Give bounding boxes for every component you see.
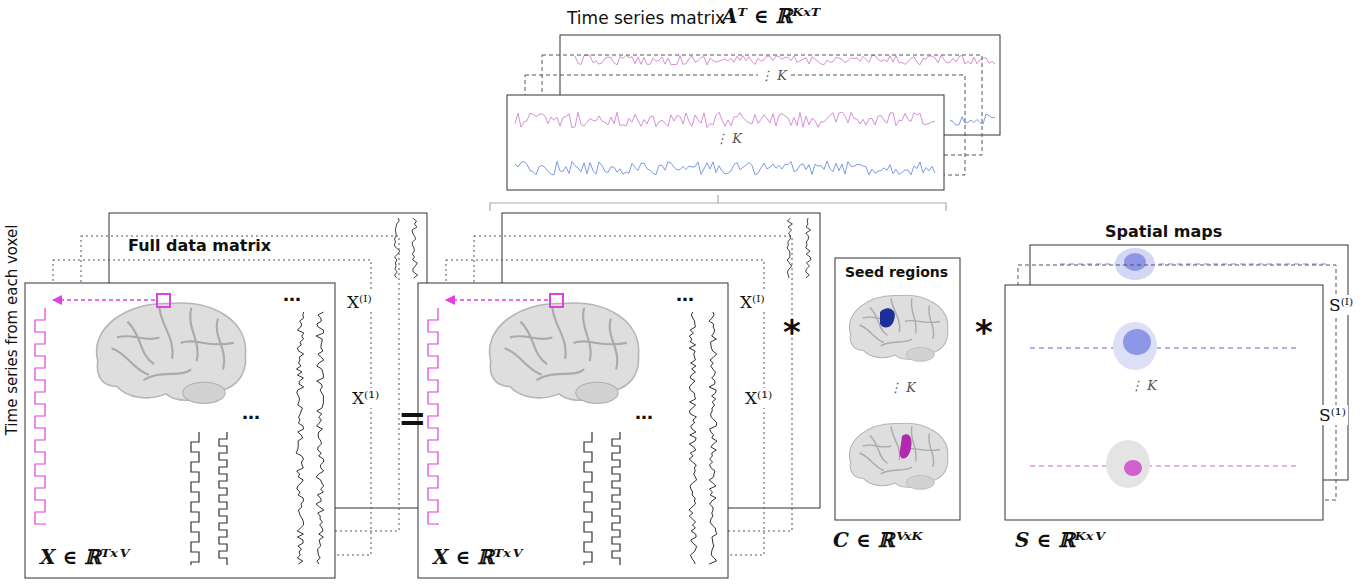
brain <box>97 303 246 403</box>
voxel <box>157 294 170 307</box>
operator-symbol: * <box>783 312 801 352</box>
waveform <box>428 308 438 525</box>
matrix-label: X ∈ ℝᵀˣⱽ <box>40 545 128 569</box>
waveform <box>191 432 199 565</box>
voxel <box>550 294 563 307</box>
waveform <box>515 161 935 175</box>
matrix-panel: Time series matrixAᵀ ∈ ℝᴷˣᵀ ⋮ K ⋮ K <box>505 0 1005 195</box>
matrix-panel: X ∈ ℝᵀˣⱽ X⁽ᴵ⁾ X⁽¹⁾ … … <box>415 205 825 585</box>
waveform <box>612 432 620 565</box>
index-label: ⋮ K <box>758 68 789 83</box>
operator-symbol: = <box>398 398 427 438</box>
voxel-arrow <box>446 299 548 301</box>
axis-label: Time series from each voxel <box>3 225 21 436</box>
matrix-front <box>418 283 728 578</box>
index-label: S⁽¹⁾ <box>1317 405 1348 425</box>
matrix-panel: Seed regions ⋮ K C ∈ ℝⱽˣᴷ <box>830 250 970 560</box>
index-label: … <box>283 284 301 305</box>
panel-title: Full data matrix <box>128 236 271 255</box>
index-label: … <box>635 402 653 423</box>
matrix-panel: Full data matrix X ∈ ℝᵀˣⱽ X⁽ᴵ⁾ X⁽¹⁾ … … <box>0 205 425 585</box>
matrix-label: S ∈ ℝᴷˣⱽ <box>1015 528 1103 552</box>
index-label: … <box>242 402 260 423</box>
index-label: ⋮ K <box>887 380 918 395</box>
index-label: X⁽ᴵ⁾ <box>345 292 374 312</box>
matrix-label: X ∈ ℝᵀˣⱽ <box>433 545 521 569</box>
waveform <box>412 218 418 278</box>
operator-symbol: * <box>975 312 993 352</box>
brain <box>490 303 639 403</box>
index-label: ⋮ K <box>1128 378 1159 393</box>
matrix-label: Aᵀ ∈ ℝᴷˣᵀ <box>722 4 820 28</box>
panel-title: Spatial maps <box>1105 222 1222 241</box>
waveform <box>709 312 717 564</box>
waveform <box>584 432 592 565</box>
matrix-panel: Spatial maps ⋮ K S⁽ᴵ⁾ S⁽¹⁾ S ∈ ℝᴷˣⱽ <box>1000 218 1360 558</box>
matrix-front <box>25 283 335 578</box>
voxel-arrow <box>53 299 155 301</box>
index-label: S⁽ᴵ⁾ <box>1327 295 1355 315</box>
index-label: X⁽ᴵ⁾ <box>738 292 767 312</box>
matrix-label: C ∈ ℝⱽˣᴷ <box>833 528 923 552</box>
waveform <box>219 432 227 565</box>
waveform <box>689 312 697 564</box>
index-label: … <box>676 284 694 305</box>
waveform <box>806 218 811 278</box>
waveform <box>950 114 995 125</box>
waveform <box>296 312 304 564</box>
waveform <box>575 55 995 65</box>
panel-title: Time series matrix <box>567 8 725 28</box>
index-label: ⋮ K <box>713 131 744 146</box>
waveform <box>515 112 935 128</box>
panel-title: Seed regions <box>845 264 948 280</box>
waveform <box>35 308 45 525</box>
index-label: X⁽¹⁾ <box>350 388 381 408</box>
index-label: X⁽¹⁾ <box>743 388 774 408</box>
waveform <box>316 312 324 564</box>
